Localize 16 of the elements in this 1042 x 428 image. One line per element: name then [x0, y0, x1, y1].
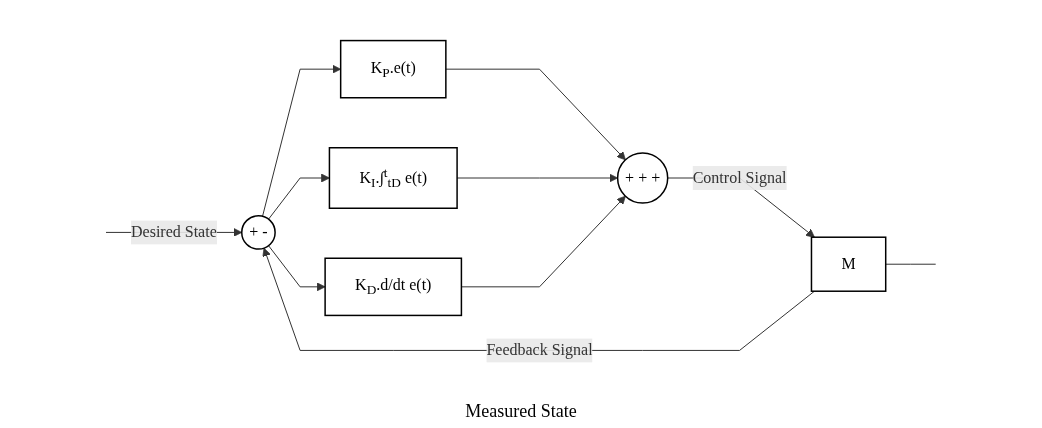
node-circle: + + +	[617, 152, 669, 204]
node-box: K$_{D}$.d/dt e(t)	[324, 257, 463, 317]
connector	[885, 263, 937, 265]
arrow	[445, 68, 626, 161]
edge-label: Control Signal	[692, 169, 787, 186]
arrow	[268, 173, 330, 220]
edge-label: Desired State	[131, 223, 217, 241]
node-box: K$_{P}$.e(t)	[340, 39, 447, 99]
node-box: M	[810, 236, 887, 292]
arrow	[461, 195, 626, 288]
signal-label: Measured State	[465, 401, 577, 422]
node-box: K$_{I}$.∫$^{t}$$_{tD}$ e(t)	[328, 147, 458, 209]
node-circle: + -	[241, 215, 276, 250]
edge-label: Feedback Signal	[486, 341, 593, 359]
arrow	[262, 247, 816, 351]
arrow	[268, 245, 326, 292]
